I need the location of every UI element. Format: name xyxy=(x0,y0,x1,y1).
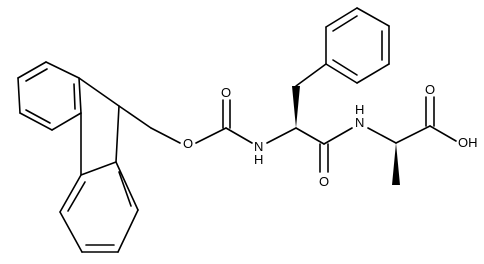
double-bond-inner xyxy=(332,59,358,76)
bond xyxy=(17,77,21,114)
bond xyxy=(115,161,139,211)
double-bond-inner xyxy=(67,181,86,212)
bond-alpha-to-acid xyxy=(395,125,431,144)
bond xyxy=(45,61,80,79)
carbamate-oxygen-label: O xyxy=(221,85,231,100)
acid-hydroxyl-label: OH xyxy=(458,135,478,150)
bond xyxy=(59,174,82,213)
bond-to-amide-n xyxy=(323,127,353,145)
double-bond-inner xyxy=(25,68,48,82)
alanine-core xyxy=(367,96,457,185)
carbamate-nitrogen-label: N xyxy=(254,139,263,154)
bond-to-hydroxyl xyxy=(429,125,457,142)
bond xyxy=(59,211,83,253)
fluorenyl-five-ring xyxy=(78,77,120,176)
bond-n-to-alpha-carbon xyxy=(266,127,297,144)
bond xyxy=(78,77,120,107)
amide-nitrogen-label: N xyxy=(355,115,364,130)
stereo-wedge-bond xyxy=(292,86,300,128)
fluorenyl-lower-ring xyxy=(59,161,139,253)
bond-alpha-to-carbonyl xyxy=(295,127,325,145)
ester-oxygen-label: O xyxy=(183,136,193,151)
double-bond-inner xyxy=(332,15,358,32)
atom-labels: O O N H O N H O OH xyxy=(183,82,478,189)
carbamate-hydrogen-label: H xyxy=(254,152,263,167)
bond-ch2-to-phenyl xyxy=(295,63,327,87)
fmoc-linker xyxy=(118,99,253,144)
double-bond-inner xyxy=(73,83,76,110)
bond xyxy=(117,209,139,253)
bond xyxy=(17,61,47,79)
bond xyxy=(325,7,358,28)
bond xyxy=(115,105,120,163)
double-bond-inner xyxy=(118,171,132,207)
stereo-wedge-methyl xyxy=(392,143,400,185)
bond xyxy=(325,63,358,84)
bond xyxy=(356,7,390,27)
bond xyxy=(78,77,82,114)
bond xyxy=(118,105,152,129)
phenylalanine-core xyxy=(266,63,353,173)
bond-to-carbamate-n xyxy=(225,127,253,144)
amide-oxygen-label: O xyxy=(319,174,329,189)
bond xyxy=(80,161,117,176)
double-bond-inner xyxy=(25,109,51,124)
acid-carbonyl-oxygen-label: O xyxy=(425,82,435,97)
bond-from-ester-oxygen xyxy=(195,127,227,144)
bond-to-ester-oxygen xyxy=(150,127,181,144)
bond-amide-n-to-alpha xyxy=(367,127,397,144)
amide-hydrogen-label: H xyxy=(355,102,364,117)
bond xyxy=(356,63,390,84)
fluorenyl-upper-ring xyxy=(17,61,82,131)
phenyl-ring xyxy=(325,7,390,84)
bond xyxy=(51,112,82,131)
bond xyxy=(19,112,53,131)
